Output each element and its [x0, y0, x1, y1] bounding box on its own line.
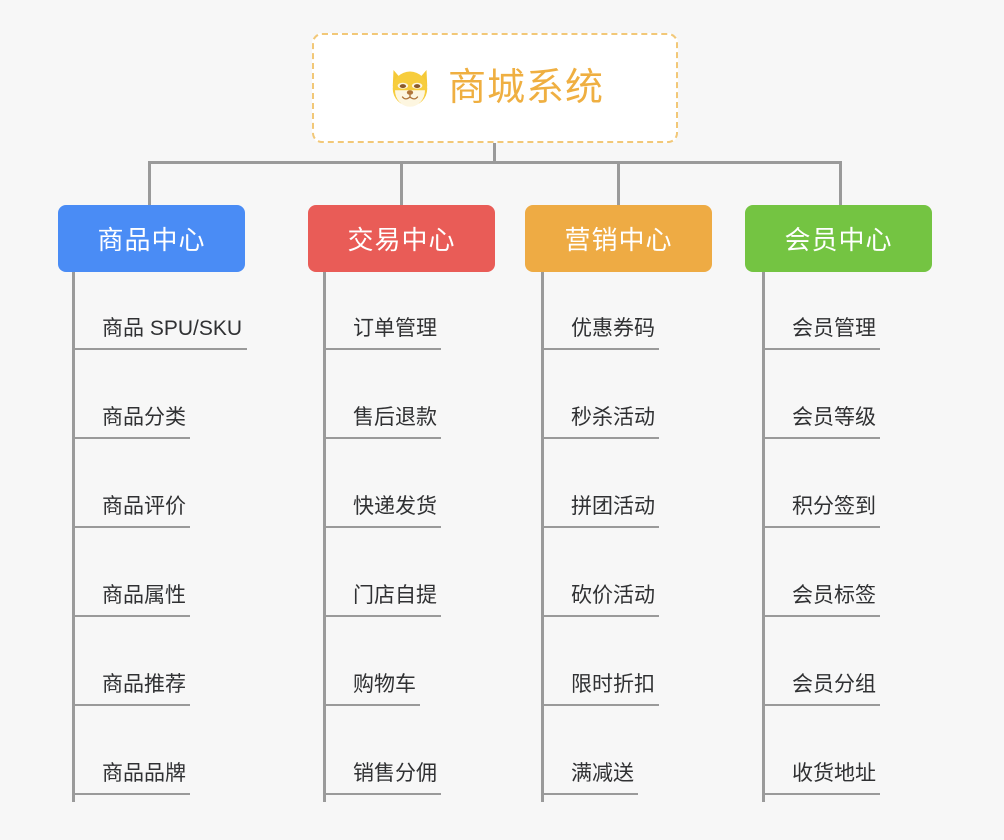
leaf-label: 快递发货 [353, 495, 437, 518]
leaf-label: 拼团活动 [571, 495, 655, 518]
leaf-label: 满减送 [571, 762, 634, 785]
leaf-rule [541, 615, 659, 617]
leaf-label: 会员管理 [792, 317, 876, 340]
leaf-label: 限时折扣 [571, 673, 655, 696]
category-title-4: 会员中心 [784, 225, 893, 255]
category-title-2: 交易中心 [347, 225, 456, 255]
leaf-label: 售后退款 [353, 406, 437, 429]
leaf-item[interactable]: 商品评价 [72, 439, 190, 528]
leaf-item[interactable]: 快递发货 [323, 439, 441, 528]
leaf-rule [72, 793, 190, 795]
connector-drop-2 [400, 161, 403, 206]
leaf-label: 商品分类 [102, 406, 186, 429]
leaf-rule [762, 526, 880, 528]
leaf-item[interactable]: 售后退款 [323, 350, 441, 439]
leaf-label: 门店自提 [353, 584, 437, 607]
spine-column-3 [541, 272, 544, 802]
root-trunk-line [493, 143, 496, 163]
spine-column-4 [762, 272, 765, 802]
leaf-label: 会员分组 [792, 673, 876, 696]
leaf-item[interactable]: 会员管理 [762, 261, 880, 350]
leaf-rule [541, 348, 659, 350]
connector-drop-4 [839, 161, 842, 206]
leaf-rule [72, 437, 190, 439]
leaf-item[interactable]: 满减送 [541, 706, 638, 795]
leaf-rule [72, 526, 190, 528]
leaf-item[interactable]: 商品品牌 [72, 706, 190, 795]
leaf-rule [541, 793, 638, 795]
category-box-1[interactable]: 商品中心 [58, 205, 245, 272]
leaf-rule [541, 704, 659, 706]
leaf-item[interactable]: 门店自提 [323, 528, 441, 617]
leaf-rule [762, 615, 880, 617]
connector-drop-1 [148, 161, 151, 206]
spine-column-1 [72, 272, 75, 802]
leaf-item[interactable]: 商品属性 [72, 528, 190, 617]
leaf-rule [72, 704, 190, 706]
root-title: 商城系统 [447, 67, 604, 109]
leaf-item[interactable]: 优惠券码 [541, 261, 659, 350]
category-box-3[interactable]: 营销中心 [525, 205, 712, 272]
leaf-rule [762, 437, 880, 439]
category-box-4[interactable]: 会员中心 [745, 205, 932, 272]
leaf-label: 购物车 [353, 673, 416, 696]
leaf-label: 秒杀活动 [571, 406, 655, 429]
leaf-rule [762, 704, 880, 706]
leaf-item[interactable]: 砍价活动 [541, 528, 659, 617]
leaf-item[interactable]: 销售分佣 [323, 706, 441, 795]
leaf-rule [323, 437, 441, 439]
leaf-label: 商品评价 [102, 495, 186, 518]
category-box-2[interactable]: 交易中心 [308, 205, 495, 272]
leaf-rule [323, 793, 441, 795]
leaf-rule [541, 437, 659, 439]
category-title-1: 商品中心 [97, 225, 206, 255]
connector-bus-line [148, 161, 842, 164]
leaf-item[interactable]: 商品分类 [72, 350, 190, 439]
leaf-item[interactable]: 秒杀活动 [541, 350, 659, 439]
leaf-label: 会员标签 [792, 584, 876, 607]
leaf-label: 收货地址 [792, 762, 876, 785]
leaf-item[interactable]: 订单管理 [323, 261, 441, 350]
leaf-label: 优惠券码 [571, 317, 655, 340]
leaf-label: 商品 SPU/SKU [102, 317, 243, 340]
leaf-rule [541, 526, 659, 528]
connector-drop-3 [617, 161, 620, 206]
leaf-item[interactable]: 商品 SPU/SKU [72, 261, 247, 350]
leaf-rule [72, 615, 190, 617]
spine-column-2 [323, 272, 326, 802]
leaf-label: 订单管理 [353, 317, 437, 340]
dog-face-icon [386, 64, 434, 112]
leaf-label: 商品推荐 [102, 673, 186, 696]
leaf-rule [762, 348, 880, 350]
leaf-rule [323, 348, 441, 350]
leaf-item[interactable]: 会员等级 [762, 350, 880, 439]
root-node[interactable]: 商城系统 [312, 33, 678, 143]
leaf-item[interactable]: 商品推荐 [72, 617, 190, 706]
leaf-item[interactable]: 限时折扣 [541, 617, 659, 706]
leaf-label: 积分签到 [792, 495, 876, 518]
leaf-label: 会员等级 [792, 406, 876, 429]
leaf-rule [72, 348, 247, 350]
leaf-label: 销售分佣 [353, 762, 437, 785]
leaf-label: 商品属性 [102, 584, 186, 607]
leaf-item[interactable]: 会员分组 [762, 617, 880, 706]
leaf-item[interactable]: 收货地址 [762, 706, 880, 795]
leaf-label: 砍价活动 [571, 584, 655, 607]
leaf-item[interactable]: 购物车 [323, 617, 420, 706]
leaf-rule [323, 704, 420, 706]
category-title-3: 营销中心 [564, 225, 673, 255]
leaf-item[interactable]: 拼团活动 [541, 439, 659, 528]
leaf-rule [323, 615, 441, 617]
leaf-label: 商品品牌 [102, 762, 186, 785]
leaf-item[interactable]: 积分签到 [762, 439, 880, 528]
leaf-rule [762, 793, 880, 795]
leaf-item[interactable]: 会员标签 [762, 528, 880, 617]
leaf-rule [323, 526, 441, 528]
